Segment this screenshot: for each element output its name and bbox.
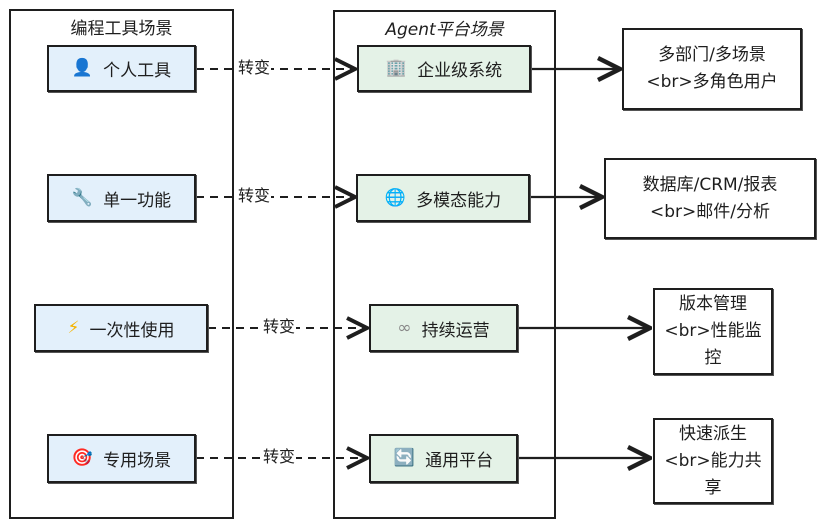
detail-node-4[interactable]: 快速派生 <br>能力共 享 (653, 418, 773, 504)
target-node-label: 通用平台 (425, 451, 494, 471)
user-icon: 👤 (71, 58, 94, 78)
detail-line-3: 享 (704, 477, 722, 498)
source-node-single-function[interactable]: 🔧 单一功能 (47, 174, 196, 222)
detail-line-2: <br>能力共 (664, 450, 762, 471)
target-node-enterprise-system[interactable]: 🏢 企业级系统 (357, 45, 531, 92)
refresh-icon: 🔄 (393, 448, 416, 468)
target-node-general-platform[interactable]: 🔄 通用平台 (369, 434, 518, 483)
detail-line-1: 快速派生 (679, 423, 747, 444)
target-node-label: 企业级系统 (417, 61, 503, 81)
edge-label-2: 转变 (237, 186, 272, 205)
detail-line-1: 版本管理 (679, 294, 747, 314)
group-title-coding-tool: 编程工具场景 (70, 19, 173, 39)
wrench-icon: 🔧 (71, 187, 94, 208)
detail-line-2: <br>多角色用户 (646, 72, 778, 92)
detail-line-2: <br>邮件/分析 (650, 201, 770, 222)
target-node-continuous-operation[interactable]: ∞ 持续运营 (369, 304, 518, 352)
office-building-icon: 🏢 (385, 58, 408, 78)
source-node-label: 单一功能 (103, 190, 172, 211)
source-node-label: 一次性使用 (89, 320, 175, 341)
source-node-one-time-use[interactable]: ⚡ 一次性使用 (34, 304, 208, 352)
detail-line-1: 数据库/CRM/报表 (642, 174, 778, 195)
infinity-icon: ∞ (397, 317, 412, 338)
edge-label-3: 转变 (262, 317, 297, 336)
source-node-label: 个人工具 (103, 61, 172, 81)
detail-node-3[interactable]: 版本管理 <br>性能监 控 (653, 288, 773, 375)
detail-node-1[interactable]: 多部门/多场景 <br>多角色用户 (622, 28, 802, 110)
edge-label-1: 转变 (237, 58, 272, 77)
target-icon: 🎯 (71, 448, 94, 468)
target-node-label: 持续运营 (421, 320, 490, 341)
target-node-label: 多模态能力 (416, 190, 502, 211)
lightning-icon: ⚡ (67, 317, 80, 338)
group-title-agent-platform: Agent平台场景 (385, 20, 504, 40)
detail-node-2[interactable]: 数据库/CRM/报表 <br>邮件/分析 (604, 158, 816, 239)
source-node-label: 专用场景 (103, 451, 172, 471)
detail-line-2: <br>性能监 (664, 321, 762, 341)
detail-line-3: 控 (704, 348, 722, 368)
source-node-specialized-scenario[interactable]: 🎯 专用场景 (47, 434, 196, 483)
globe-icon: 🌐 (384, 187, 407, 208)
target-node-multimodal-capability[interactable]: 🌐 多模态能力 (356, 174, 530, 222)
detail-line-1: 多部门/多场景 (658, 45, 766, 65)
source-node-personal-tool[interactable]: 👤 个人工具 (47, 45, 196, 92)
edge-label-4: 转变 (262, 447, 297, 466)
